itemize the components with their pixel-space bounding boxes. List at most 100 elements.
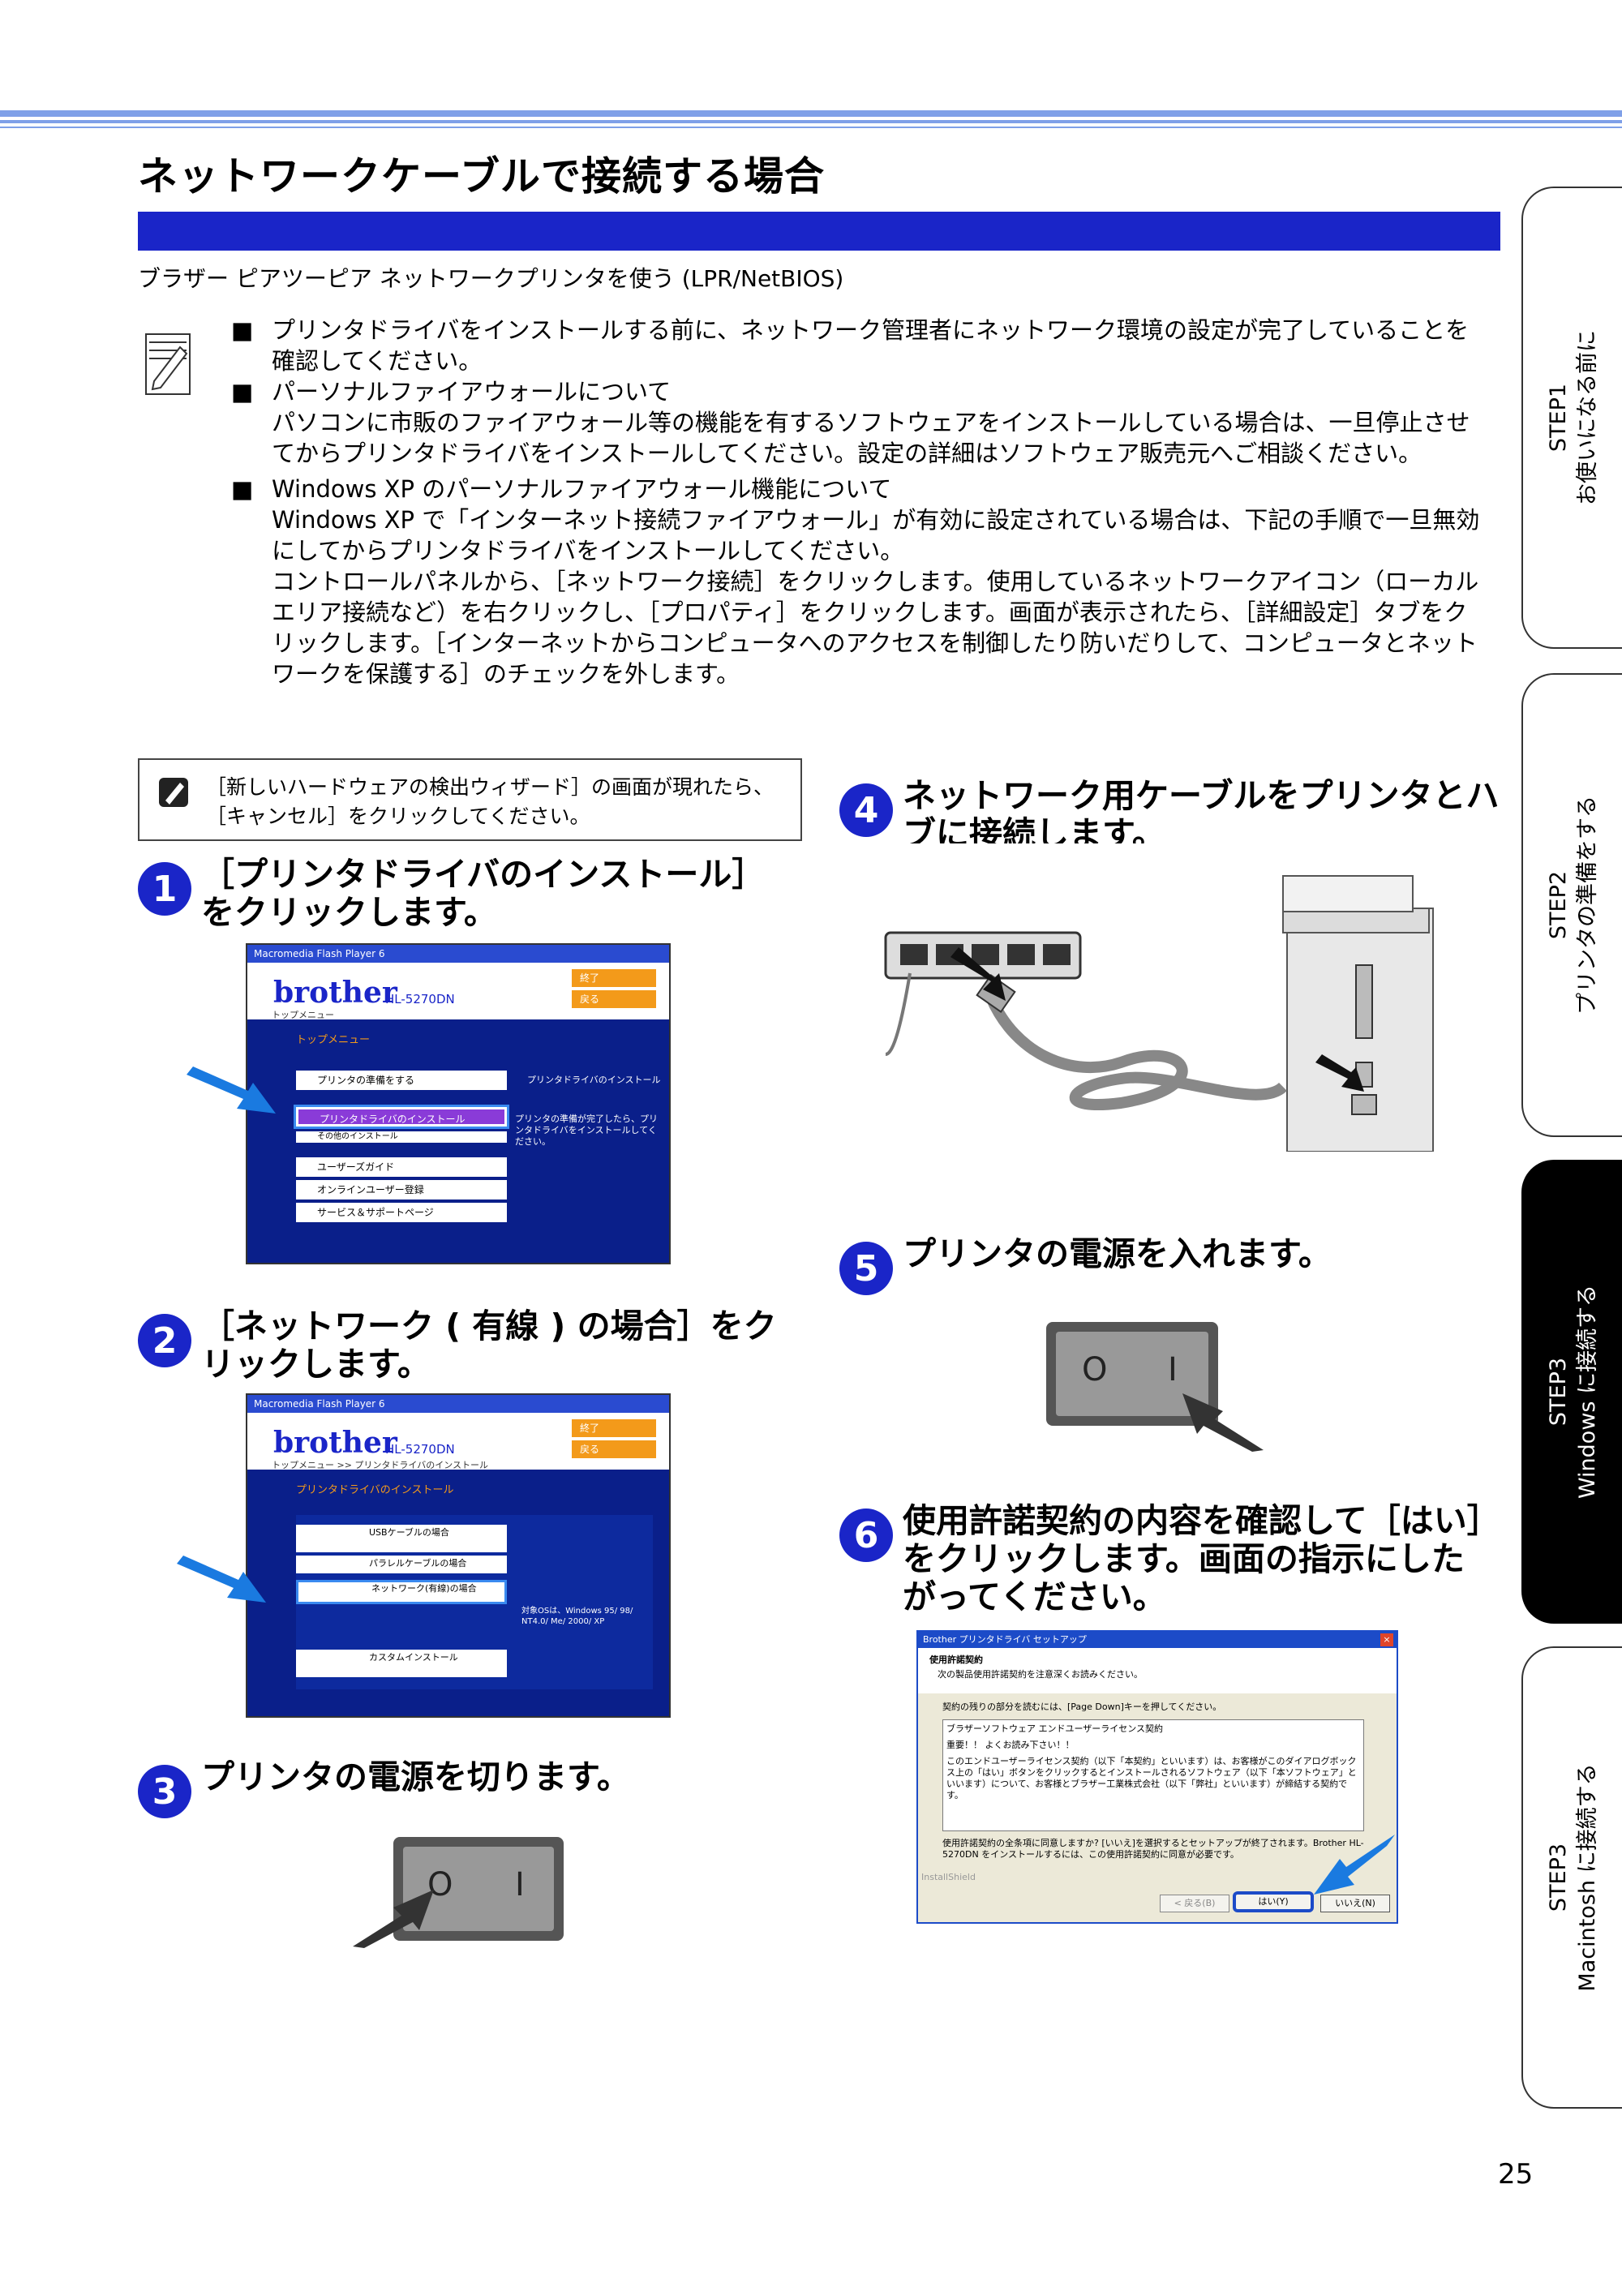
note-2-body: パソコンに市販のファイアウォール等の機能を有するソフトウェアをインストールしてい… [272, 409, 1470, 467]
step-text: ［ネットワーク ( 有線 ) の場合］をクリックします。 [201, 1307, 777, 1384]
exit-button[interactable]: 終了 [572, 969, 656, 987]
model-name: HL-5270DN [385, 1442, 455, 1457]
os-text: 対象OSは、Windows 95/ 98/ NT4.0/ Me/ 2000/ X… [521, 1607, 633, 1626]
tab-step-label: STEP1 [1546, 383, 1571, 453]
model-name: HL-5270DN [385, 992, 455, 1006]
screen-heading: トップメニュー [296, 1034, 371, 1046]
option-usb[interactable]: USBケーブルの場合 [296, 1525, 507, 1552]
tab-step-title: プリンタの準備をする [1575, 796, 1600, 1015]
memo-icon [159, 778, 188, 807]
no-button[interactable]: いいえ(N) [1320, 1895, 1390, 1912]
license-important: 重要！！ よくお読み下さい！！ [946, 1740, 1075, 1750]
hint-text: ［新しいハードウェアの検出ウィザード］の画面が現れたら、［キャンセル］をクリック… [206, 775, 775, 828]
tab-step-title: お使いになる前に [1575, 330, 1600, 505]
tab-step-label: STEP3 [1546, 1843, 1571, 1912]
side-title: プリンタドライバのインストール [527, 1075, 661, 1085]
step-text: プリンタの電源を入れます。 [903, 1234, 1332, 1273]
switch-off-label: O [1082, 1351, 1108, 1388]
power-switch-off: O I [393, 1837, 564, 1941]
top-rule-2 [0, 120, 1622, 123]
screenshot-license-dialog: Brother プリンタドライバ セットアップ × 使用許諾契約 次の製品使用許… [916, 1630, 1398, 1924]
window-title: Macromedia Flash Player 6 [247, 1395, 669, 1413]
note-3-body2: コントロールパネルから、［ネットワーク接続］をクリックします。使用しているネット… [272, 568, 1479, 688]
dialog-subheading: 次の製品使用許諾契約を注意深くお読みください。 [938, 1669, 1143, 1680]
step-text: プリンタの電源を切ります。 [201, 1757, 630, 1796]
step-text: ネットワーク用ケーブルをプリンタとハブに接続します。 [903, 776, 1500, 853]
pointer-arrow-icon [177, 1556, 266, 1603]
notes-list: ■プリンタドライバをインストールする前に、ネットワーク管理者にネットワーク環境の… [231, 316, 1480, 688]
breadcrumb: トップメニュー [272, 1010, 334, 1020]
exit-button[interactable]: 終了 [572, 1419, 656, 1437]
page-down-hint: 契約の残りの部分を読むには、[Page Down]キーを押してください。 [942, 1702, 1222, 1712]
license-title: ブラザーソフトウェア エンドユーザーライセンス契約 [946, 1723, 1164, 1734]
step-number: 1 [138, 862, 191, 916]
step-number: 3 [138, 1765, 191, 1818]
note-2-title: パーソナルファイアウォールについて [272, 378, 672, 406]
menu-other-install[interactable]: その他のインストール [296, 1131, 507, 1143]
page-number: 25 [1498, 2158, 1534, 2191]
pointer-arrow-icon [1182, 1393, 1264, 1452]
window-title: Macromedia Flash Player 6 [247, 945, 669, 963]
step-3: 3 プリンタの電源を切ります。 [138, 1758, 787, 1818]
menu-support[interactable]: サービス＆サポートページ [296, 1203, 507, 1222]
tab-step-title: Macintosh に接続する [1575, 1763, 1600, 1992]
memo-pencil-icon [145, 333, 191, 395]
step-1: 1 ［プリンタドライバのインストール］をクリックします。 [138, 856, 787, 932]
menu-registration[interactable]: オンラインユーザー登録 [296, 1180, 507, 1199]
switch-on-label: I [1168, 1351, 1178, 1388]
back-button[interactable]: 戻る [572, 990, 656, 1008]
menu-users-guide[interactable]: ユーザーズガイド [296, 1157, 507, 1177]
option-custom[interactable]: カスタムインストール [296, 1650, 507, 1677]
page-title: ネットワークケーブルで接続する場合 [138, 153, 826, 200]
menu-prepare[interactable]: プリンタの準備をする [296, 1071, 507, 1090]
option-network[interactable]: ネットワーク(有線)の場合 [296, 1580, 507, 1604]
tab-step-label: STEP2 [1546, 870, 1571, 940]
yes-button[interactable]: はい(Y) [1233, 1891, 1314, 1912]
license-body: このエンドユーザーライセンス契約（以下「本契約」といいます）は、お客様がこのダイ… [946, 1756, 1357, 1800]
switch-off-label: O [427, 1866, 453, 1903]
breadcrumb: トップメニュー >> プリンタドライバのインストール [272, 1460, 488, 1470]
page-subtitle: ブラザー ピアツーピア ネットワークプリンタを使う (LPR/NetBIOS) [138, 265, 844, 292]
power-switch-on: O I [1046, 1322, 1218, 1426]
switch-on-label: I [515, 1866, 525, 1903]
note-3-body1: Windows XP で「インターネット接続ファイアウォール」が有効に設定されて… [272, 506, 1480, 564]
step-text: ［プリンタドライバのインストール］をクリックします。 [201, 855, 766, 932]
note-3-title: Windows XP のパーソナルファイアウォール機能について [272, 475, 892, 503]
installshield-label: InstallShield [921, 1872, 976, 1882]
step-4: 4 ネットワーク用ケーブルをプリンタとハブに接続します。 [839, 777, 1504, 853]
step-text: 使用許諾契約の内容を確認して［はい］をクリックします。画面の指示にしたがってくだ… [903, 1501, 1484, 1616]
step-number: 6 [839, 1508, 893, 1562]
pointer-arrow-icon [1314, 1835, 1395, 1895]
side-description: プリンタの準備が完了したら、プリンタドライバをインストールしてください。 [515, 1114, 658, 1147]
step-number: 5 [839, 1242, 893, 1295]
option-parallel[interactable]: パラレルケーブルの場合 [296, 1556, 507, 1573]
screenshot-top-menu: Macromedia Flash Player 6 brother HL-527… [246, 943, 671, 1264]
top-rule [0, 110, 1622, 117]
step-number: 2 [138, 1314, 191, 1367]
hint-box: ［新しいハードウェアの検出ウィザード］の画面が現れたら、［キャンセル］をクリック… [138, 758, 802, 841]
title-bar [138, 212, 1500, 251]
step-number: 4 [839, 783, 893, 837]
tab-step-label: STEP3 [1546, 1357, 1571, 1427]
tab-step-title: Windows に接続する [1575, 1284, 1600, 1500]
brand-logo: brother [273, 1426, 397, 1460]
back-button[interactable]: < 戻る(B) [1160, 1895, 1229, 1912]
pointer-arrow-icon [187, 1066, 276, 1114]
dialog-heading: 使用許諾契約 [929, 1654, 983, 1665]
back-button[interactable]: 戻る [572, 1440, 656, 1458]
dialog-title: Brother プリンタドライバ セットアップ [918, 1632, 1397, 1648]
agreement-question: 使用許諾契約の全条項に同意しますか? [いいえ]を選択するとセットアップが終了さ… [942, 1838, 1364, 1860]
screen-heading: プリンタドライバのインストール [296, 1484, 454, 1496]
menu-install-driver[interactable]: プリンタドライバのインストール [294, 1105, 509, 1129]
close-icon[interactable]: × [1380, 1633, 1393, 1646]
license-textbox[interactable]: ブラザーソフトウェア エンドユーザーライセンス契約 重要！！ よくお読み下さい！… [942, 1719, 1364, 1831]
pointer-arrow-icon [353, 1890, 434, 1948]
step-2: 2 ［ネットワーク ( 有線 ) の場合］をクリックします。 [138, 1307, 803, 1384]
brand-logo: brother [273, 976, 397, 1010]
network-cable-illustration [878, 843, 1478, 1152]
step-6: 6 使用許諾契約の内容を確認して［はい］をクリックします。画面の指示にしたがって… [839, 1502, 1488, 1616]
